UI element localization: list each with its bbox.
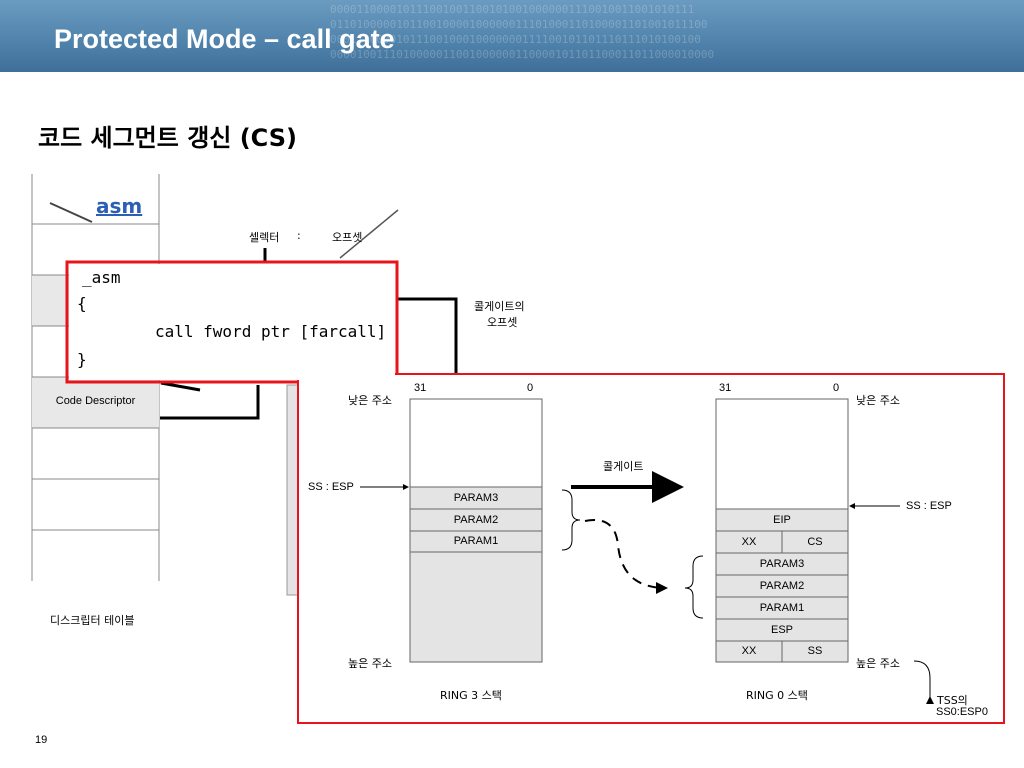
slide-title: Protected Mode – call gate	[54, 24, 395, 54]
ring0-bit-0: 0	[833, 382, 840, 394]
ring0-caption: RING 0 스택	[746, 689, 808, 702]
ring0-xx-lower: XX	[741, 645, 757, 657]
header-bar: 0000110000101110010011001010010000001110…	[0, 0, 1024, 72]
ring3-high-address: 높은 주소	[348, 657, 392, 670]
code-line-1: _asm	[82, 268, 121, 287]
code-line-3: call fword ptr [farcall]	[155, 322, 387, 341]
selector-label: 셀렉터	[249, 231, 280, 244]
ring0-ss-esp: SS : ESP	[906, 500, 952, 512]
tss-label-1: TSS의	[937, 694, 968, 707]
ring3-brace	[561, 489, 581, 551]
ring0-low-address: 낮은 주소	[856, 394, 900, 407]
code-box: _asm { call fword ptr [farcall] }	[69, 264, 395, 380]
ring0-param1: PARAM1	[759, 602, 805, 614]
selector-colon: :	[297, 229, 301, 242]
ring3-ss-esp: SS : ESP	[308, 481, 354, 493]
page-number: 19	[35, 734, 48, 746]
callgate-offset-label-1: 콜게이트의	[474, 300, 525, 313]
callgate-table	[286, 209, 399, 596]
ring3-low-address: 낮은 주소	[348, 394, 392, 407]
ring0-param2: PARAM2	[759, 580, 805, 592]
ring3-caption: RING 3 스택	[440, 689, 502, 702]
callgate-label: 콜게이트	[603, 460, 644, 473]
ring0-eip: EIP	[773, 514, 791, 526]
ring0-ss: SS	[807, 645, 823, 657]
ring0-high-address: 높은 주소	[856, 657, 900, 670]
callgate-offset-label-2: 오프셋	[487, 316, 518, 329]
descriptor-table-caption: 디스크립터 테이블	[50, 614, 135, 627]
ring3-param1: PARAM1	[453, 535, 499, 547]
ring0-stack	[715, 398, 900, 663]
ring0-param3: PARAM3	[759, 558, 805, 570]
ring0-cs: CS	[807, 536, 823, 548]
ring3-bit-0: 0	[527, 382, 534, 394]
ring0-xx-upper: XX	[741, 536, 757, 548]
code-box-frame	[65, 260, 399, 384]
slide-subtitle: 코드 세그먼트 갱신 (CS)	[38, 124, 297, 152]
ring3-param2: PARAM2	[453, 514, 499, 526]
ring0-brace	[684, 555, 704, 619]
ring0-bit-31: 31	[719, 382, 732, 394]
offset-label: 오프셋	[332, 231, 363, 244]
asm-logo-stroke	[49, 202, 93, 223]
tss-label-2: SS0:ESP0	[936, 706, 988, 718]
ring3-bit-31: 31	[414, 382, 427, 394]
ring3-stack	[360, 398, 543, 663]
code-descriptor-cell: Code Descriptor	[55, 395, 136, 407]
ring3-param3: PARAM3	[453, 492, 499, 504]
ring0-esp: ESP	[770, 624, 793, 636]
binary-decoration: 0000110000101110010011001010010000001110…	[330, 3, 715, 61]
code-line-2: {	[77, 294, 87, 313]
asm-logo: asm	[96, 194, 143, 218]
code-line-4: }	[77, 350, 87, 369]
